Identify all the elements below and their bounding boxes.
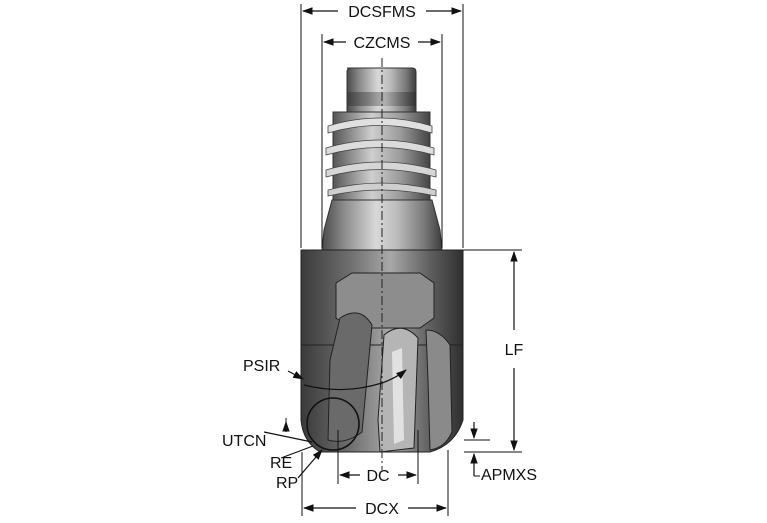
dim-dc: DC [337, 430, 419, 485]
label-psir: PSIR [243, 358, 280, 375]
label-re: RE [270, 455, 292, 472]
flute-highlight [392, 348, 404, 444]
flute-3 [425, 329, 453, 451]
dim-lf: LF [463, 249, 524, 453]
flute-1 [327, 312, 373, 442]
thread-section [325, 111, 437, 201]
corner-radius-circle [306, 397, 360, 451]
label-dc: DC [366, 468, 389, 485]
dim-czcms: CZCMS [321, 34, 443, 248]
dim-rp: RP [276, 449, 323, 492]
dim-dcsfms: DCSFMS [300, 4, 464, 248]
dim-dcx: DCX [301, 450, 449, 518]
label-utcn: UTCN [222, 433, 266, 450]
dim-re: RE [270, 445, 314, 472]
dim-utcn: UTCN [222, 418, 313, 450]
label-dcsfms: DCSFMS [348, 4, 416, 21]
label-rp: RP [276, 475, 298, 492]
label-czcms: CZCMS [354, 35, 411, 52]
dim-apmxs: APMXS [464, 422, 537, 484]
label-lf: LF [505, 342, 524, 359]
label-apmxs: APMXS [481, 467, 537, 484]
dim-psir: PSIR [243, 358, 407, 391]
label-dcx: DCX [365, 501, 399, 518]
